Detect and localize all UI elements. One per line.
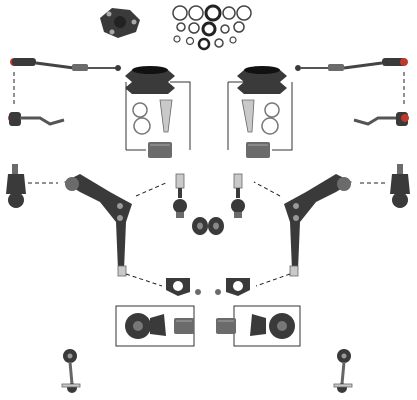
dash-line xyxy=(125,273,163,287)
steering-rack-seal-kit xyxy=(172,4,252,51)
ball-joint-small-right xyxy=(231,173,245,218)
bushing-bracket-left xyxy=(166,278,201,296)
bushing-kit-right xyxy=(216,305,301,347)
ball-joint-left xyxy=(6,164,26,208)
dash-line xyxy=(253,181,281,197)
tie-rod-assembly-right xyxy=(295,58,408,71)
steering-boot-kit-right xyxy=(227,66,293,158)
sway-bar-link-right xyxy=(333,349,353,393)
dash-line xyxy=(255,273,291,287)
flex-disc-coupling xyxy=(100,8,140,38)
control-arm-left xyxy=(64,174,132,277)
steering-boot-kit-left xyxy=(125,66,191,158)
control-arm-right xyxy=(284,174,352,277)
tie-rod-assembly-left xyxy=(10,58,121,71)
sway-bar-link-left xyxy=(61,349,81,393)
ball-joint-right xyxy=(390,164,410,208)
bushing-pair xyxy=(192,217,224,235)
tie-rod-end-right xyxy=(353,112,409,126)
ball-joint-small-left xyxy=(173,173,187,218)
bushing-bracket-right xyxy=(215,278,250,296)
dash-line xyxy=(135,181,169,197)
bushing-kit-left xyxy=(115,305,195,347)
tie-rod-end-left xyxy=(8,112,65,126)
